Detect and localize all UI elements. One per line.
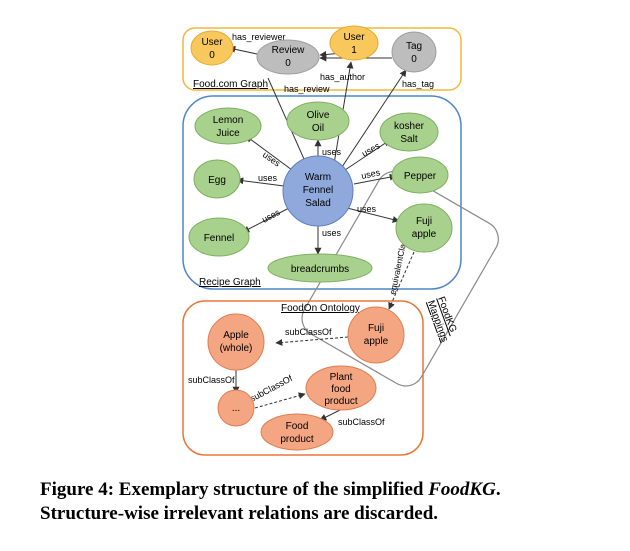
svg-text:Fuji: Fuji <box>416 216 432 227</box>
node-breadcrumbs: breadcrumbs <box>267 253 373 283</box>
edge-label-uses-lemon: uses <box>261 149 283 168</box>
node-lemon-juice: Lemon Juice <box>194 107 262 145</box>
svg-text:Fuji: Fuji <box>368 323 384 334</box>
caption-italic: FoodKG <box>428 479 496 500</box>
svg-text:Apple: Apple <box>223 330 249 341</box>
node-fuji-apple-recipe: Fuji apple <box>395 203 453 253</box>
foodcom-graph-box <box>182 27 462 91</box>
svg-text:Lemon: Lemon <box>213 115 244 126</box>
edge-label-subclassof-plant-food: subClassOf <box>338 417 385 427</box>
node-fennel: Fennel <box>188 217 250 257</box>
node-fuji-apple-foodon: Fuji apple <box>347 306 405 364</box>
svg-text:User: User <box>343 32 365 43</box>
foodon-ontology-label: FoodOn Ontology <box>281 303 360 314</box>
node-tag-0: Tag 0 <box>391 31 437 73</box>
caption-line2: Structure-wise irrelevant relations are … <box>40 503 439 524</box>
edge-has-reviewer <box>228 45 258 55</box>
svg-text:Plant: Plant <box>330 372 353 383</box>
node-olive-oil: Olive Oil <box>286 101 350 141</box>
recipe-graph-label: Recipe Graph <box>199 277 261 288</box>
svg-text:Fennel: Fennel <box>204 233 235 244</box>
edge-label-subclassof-apple-dots: subClassOf <box>188 375 235 385</box>
edge-label-has-review: has_review <box>284 84 330 94</box>
svg-text:breadcrumbs: breadcrumbs <box>291 264 349 275</box>
svg-text:Tag: Tag <box>406 41 422 52</box>
edge-label-uses-fennel: uses <box>260 207 282 225</box>
edge-subclassof-fuji-apple <box>275 336 349 346</box>
svg-text:1: 1 <box>351 45 357 56</box>
node-warm-fennel-salad: Warm Fennel Salad <box>282 155 354 227</box>
edge-label-has-tag: has_tag <box>402 79 434 89</box>
edge-label-subclassof-dots-plant: subClassOf <box>248 373 294 404</box>
edge-equivalent-class <box>388 251 415 310</box>
svg-text:Salad: Salad <box>305 198 331 209</box>
node-review-0: Review 0 <box>256 39 320 75</box>
svg-text:Oil: Oil <box>312 123 324 134</box>
edge-label-subclassof-fuji-apple: subClassOf <box>285 327 332 337</box>
svg-text:...: ... <box>232 403 240 414</box>
node-food-product: Food product <box>260 413 334 451</box>
edge-uses-lemon <box>245 135 293 171</box>
svg-text:Warm: Warm <box>305 172 331 183</box>
edge-label-has-author: has_author <box>320 72 365 82</box>
node-user-0: User 0 <box>190 30 234 66</box>
node-user-1: User 1 <box>329 25 379 61</box>
caption-prefix: Figure 4: Exemplary structure of the sim… <box>40 479 429 500</box>
node-apple-whole: Apple (whole) <box>207 313 265 371</box>
svg-text:0: 0 <box>411 54 417 65</box>
svg-text:0: 0 <box>209 50 215 61</box>
foodkg-diagram: Food.com Graph Recipe Graph FoodOn Ontol… <box>182 25 499 456</box>
svg-text:Salt: Salt <box>400 134 417 145</box>
edge-label-uses-fuji: uses <box>357 204 377 214</box>
svg-text:Pepper: Pepper <box>404 171 437 182</box>
edge-label-uses-egg: uses <box>258 173 278 183</box>
svg-text:Egg: Egg <box>208 175 226 186</box>
edge-label-uses-pepper: uses <box>360 167 381 181</box>
edge-label-has-reviewer: has_reviewer <box>232 32 286 42</box>
svg-text:Food: Food <box>286 421 309 432</box>
node-ellipsis: ... <box>217 389 255 427</box>
edge-salad-tag <box>341 69 407 168</box>
figure-caption: Figure 4: Exemplary structure of the sim… <box>40 478 596 526</box>
edge-uses-fuji <box>346 207 400 223</box>
svg-text:Fennel: Fennel <box>303 185 334 196</box>
node-pepper: Pepper <box>391 156 449 194</box>
edge-subclassof-plant-food <box>319 409 341 421</box>
node-plant-food-product: Plant food product <box>305 365 377 411</box>
svg-text:product: product <box>324 396 358 407</box>
edge-uses-kosher <box>344 139 391 171</box>
mappings-box <box>301 170 499 387</box>
svg-text:(whole): (whole) <box>220 343 253 354</box>
foodcom-graph-label: Food.com Graph <box>193 79 268 90</box>
edge-label-uses-kosher: uses <box>360 140 382 158</box>
svg-text:food: food <box>331 384 350 395</box>
svg-text:product: product <box>280 434 314 445</box>
caption-suffix: . <box>495 479 501 500</box>
edge-label-uses-breadcrumbs: uses <box>322 228 342 238</box>
node-egg: Egg <box>193 159 241 199</box>
mappings-label: FoodKG Mappings <box>425 295 461 343</box>
edge-subclassof-dots-plant <box>254 392 306 409</box>
svg-text:apple: apple <box>364 336 389 347</box>
node-kosher-salt: kosher Salt <box>379 112 439 152</box>
edge-uses-fennel <box>242 207 290 233</box>
svg-text:Olive: Olive <box>307 110 330 121</box>
svg-text:0: 0 <box>285 58 291 69</box>
svg-text:kosher: kosher <box>394 121 425 132</box>
edge-uses-pepper <box>353 173 397 185</box>
svg-text:Review: Review <box>272 45 306 56</box>
svg-text:apple: apple <box>412 229 437 240</box>
recipe-graph-box <box>182 95 462 290</box>
svg-text:Juice: Juice <box>216 128 240 139</box>
foodon-ontology-box <box>182 300 424 456</box>
svg-text:User: User <box>201 37 223 48</box>
edge-label-uses-olive: uses <box>322 147 342 157</box>
edge-uses-egg <box>236 177 285 187</box>
